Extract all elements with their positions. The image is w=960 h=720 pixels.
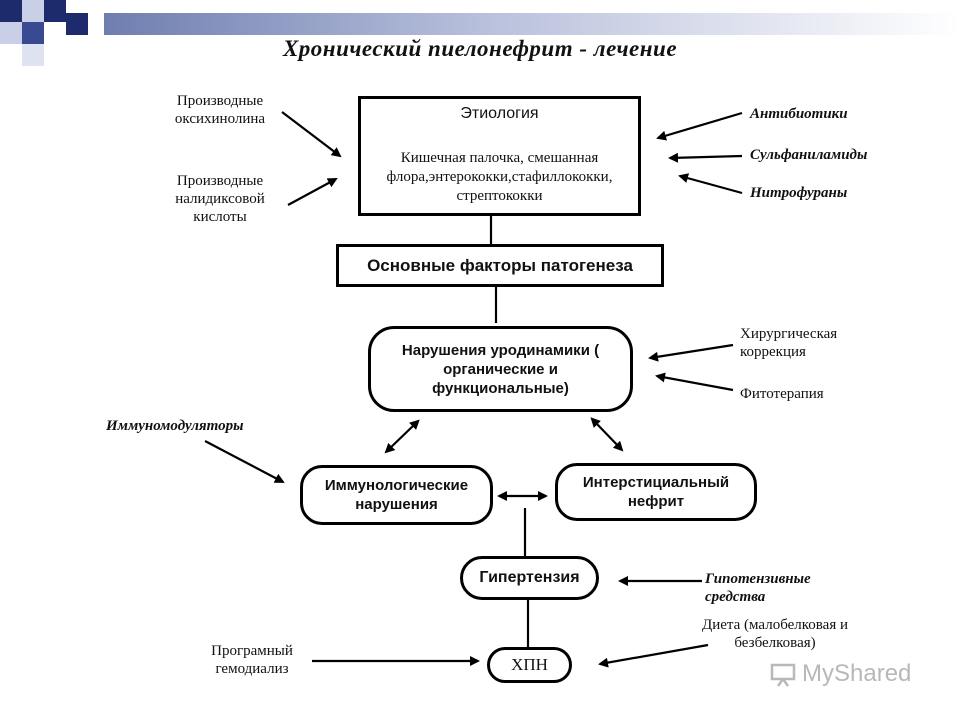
arrow-phytotherapy (655, 372, 734, 392)
label-sulfonamides: Сульфаниламиды (750, 147, 868, 163)
hypertension-box: Гипертензия (460, 556, 599, 600)
label-oxyquinoline: Производные оксихинолина (174, 93, 266, 127)
etiology-body: Кишечная палочка, смешанная флора,энтеро… (386, 150, 613, 204)
interstitial-box: Интерстициальный нефрит (555, 463, 757, 521)
label-nitrofurans: Нитрофураны (750, 185, 848, 201)
arrow-nalidixic (287, 178, 338, 206)
arrow-diet (598, 643, 709, 668)
arrow-nitrofurans (678, 173, 743, 195)
decor-title-bar (104, 13, 960, 35)
pathogenesis-label: Основные факторы патогенеза (367, 255, 633, 275)
etiology-box: Этиология Кишечная палочка, смешанная фл… (358, 96, 641, 216)
double-arrow-urodynamics-immunological (384, 419, 420, 454)
label-nalidixic: Производные налидиксовой кислоты (175, 173, 265, 225)
decor-square (0, 0, 22, 22)
ckd-box: ХПН (487, 647, 572, 683)
decor-square (66, 13, 88, 35)
urodynamics-label: Нарушения уродинамики ( органические и ф… (401, 341, 600, 397)
label-hemodialysis: Програмный гемодиализ (211, 643, 293, 677)
immunological-box: Иммунологические нарушения (300, 465, 493, 525)
hypertension-label: Гипертензия (479, 569, 580, 586)
decor-square (22, 44, 44, 66)
decor-square (44, 0, 66, 22)
slide-title: Хронический пиелонефрит - лечение (282, 36, 678, 61)
decor-square (0, 22, 22, 44)
interstitial-label: Интерстициальный нефрит (582, 474, 730, 510)
arrow-antibiotics (656, 111, 743, 141)
arrow-sulfonamides (668, 152, 743, 163)
label-antibiotics: Антибиотики (750, 106, 848, 122)
label-immunomodulators: Иммуномодуляторы (106, 418, 244, 434)
immunological-label: Иммунологические нарушения (324, 477, 469, 513)
decor-square (22, 22, 44, 44)
presentation-icon (770, 663, 796, 687)
pathogenesis-box: Основные факторы патогенеза (336, 244, 664, 287)
arrow-surgery (648, 343, 734, 362)
etiology-heading: Этиология (460, 105, 539, 122)
label-antihypertensive: Гипотензивные средства (705, 571, 811, 605)
watermark: MyShared (770, 660, 911, 688)
decor-square (22, 0, 44, 22)
label-surgery: Хирургическая коррекция (740, 326, 838, 360)
label-diet: Диета (малобелковая и безбелковая) (701, 617, 849, 651)
double-arrow-urodynamics-interstitial (590, 417, 624, 452)
urodynamics-box: Нарушения уродинамики ( органические и ф… (368, 326, 633, 412)
label-phytotherapy: Фитотерапия (740, 386, 824, 402)
watermark-text: MyShared (802, 660, 912, 687)
arrow-immunomodulators (204, 440, 285, 483)
ckd-label: ХПН (511, 655, 548, 674)
arrow-oxyquinoline (281, 111, 342, 158)
